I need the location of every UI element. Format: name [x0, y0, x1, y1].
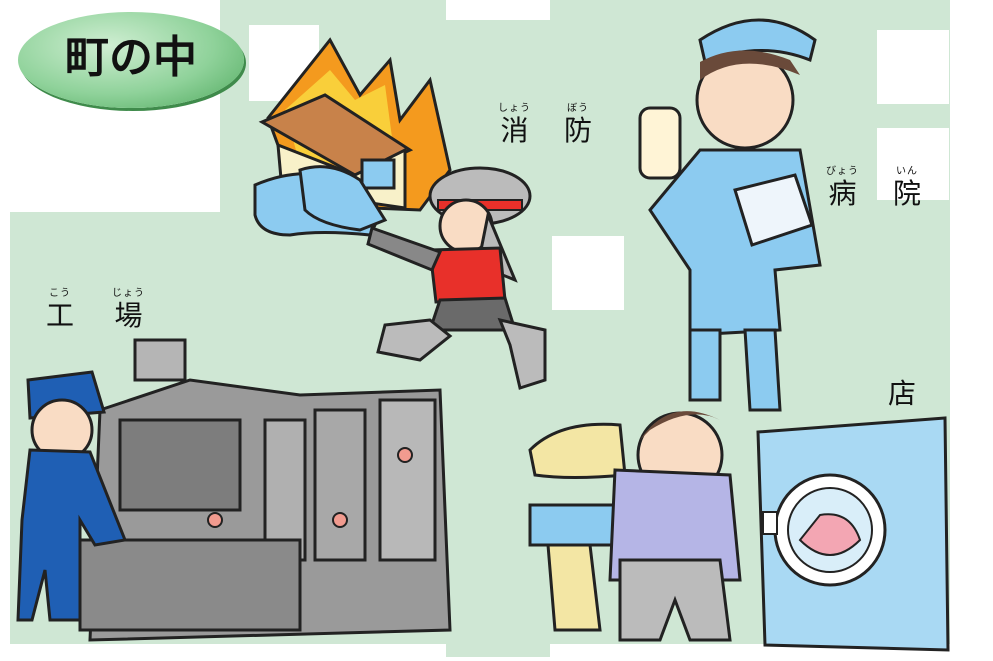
washing-machine [756, 416, 950, 652]
factory-char-1: こう 工 [46, 288, 74, 332]
fire-station-char-2: ぼう 防 [564, 103, 592, 147]
factory-worker [16, 370, 128, 622]
firefighter [366, 166, 547, 390]
fire-station-ruby-1: しょう [498, 103, 531, 114]
hospital-text-2: 院 [893, 177, 922, 210]
fire-station-text-1: 消 [500, 114, 529, 147]
fire-station-char-1: しょう 消 [498, 103, 531, 147]
title-badge [18, 12, 244, 108]
factory-char-2: じょう 場 [112, 288, 145, 332]
hospital-text-1: 病 [828, 177, 857, 210]
factory-machine [78, 338, 452, 642]
hospital-ruby-1: びょう [826, 166, 859, 177]
fire-station-text-2: 防 [564, 114, 593, 147]
fire-station-ruby-2: ぼう [567, 103, 589, 114]
shop-label: 店 [888, 378, 916, 410]
page-title: 町の中 [65, 32, 197, 83]
hospital-ruby-2: いん [896, 166, 918, 177]
hospital-char-2: いん 院 [893, 166, 921, 210]
water-spray [253, 165, 388, 237]
shop-text: 店 [888, 377, 917, 410]
factory-text-1: 工 [46, 299, 75, 332]
factory-text-2: 場 [114, 299, 143, 332]
burning-house [258, 37, 452, 212]
laundry-worker [528, 411, 742, 642]
factory-ruby-1: こう [49, 288, 71, 299]
hospital-char-1: びょう 病 [826, 166, 859, 210]
building-windows [249, 0, 993, 657]
factory-ruby-2: じょう [112, 288, 145, 299]
nurse [638, 18, 822, 412]
